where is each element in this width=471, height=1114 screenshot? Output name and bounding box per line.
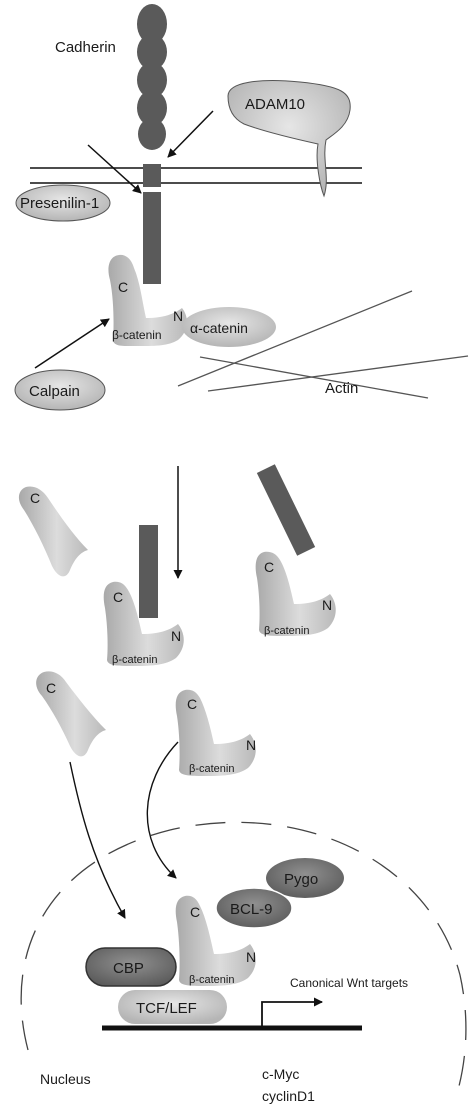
nuclear-beta-catenin-n: N bbox=[246, 949, 256, 965]
beta-catenin-label: β-catenin bbox=[112, 328, 162, 342]
nucleus-label: Nucleus bbox=[40, 1071, 91, 1087]
cadherin-fragment-1 bbox=[139, 525, 158, 618]
calpain-label: Calpain bbox=[29, 383, 80, 400]
cbp-label: CBP bbox=[113, 960, 144, 977]
nuclear-beta-catenin-label: β-catenin bbox=[189, 974, 234, 986]
bcl9-label: BCL-9 bbox=[230, 901, 273, 918]
beta-catenin-c-terminal: C bbox=[118, 279, 128, 295]
actin-label: Actin bbox=[325, 380, 358, 397]
cadherin-label: Cadherin bbox=[55, 39, 116, 56]
beta-catenin-fragment-3-label: β-catenin bbox=[189, 763, 234, 775]
fragment-2-c-terminal: C bbox=[46, 680, 56, 696]
beta-catenin-fragment-1-n: N bbox=[171, 628, 181, 644]
target-gene-cmyc: c-Myc bbox=[262, 1066, 299, 1082]
beta-catenin-fragment-3-n: N bbox=[246, 737, 256, 753]
beta-catenin-fragment-2-n: N bbox=[322, 597, 332, 613]
transcription-start-arrow bbox=[262, 1002, 322, 1026]
beta-catenin-nuclear-arrow bbox=[147, 742, 178, 878]
canonical-targets-label: Canonical Wnt targets bbox=[290, 976, 408, 990]
adam10-label: ADAM10 bbox=[245, 96, 305, 113]
tcf-lef-label: TCF/LEF bbox=[136, 1000, 197, 1017]
adam10-cleavage-arrow bbox=[168, 111, 213, 157]
cadherin-fragment-2 bbox=[257, 464, 315, 555]
beta-catenin-fragment-1-label: β-catenin bbox=[112, 654, 157, 666]
presenilin-cleavage-arrow bbox=[88, 145, 141, 193]
beta-catenin-n-terminal: N bbox=[173, 308, 183, 324]
alpha-catenin-label: α-catenin bbox=[190, 320, 248, 336]
nuclear-beta-catenin-c: C bbox=[190, 904, 200, 920]
pygo-label: Pygo bbox=[284, 871, 318, 888]
calpain-cleavage-arrow bbox=[35, 319, 109, 368]
fragment-1-c-terminal: C bbox=[30, 490, 40, 506]
cadherin-protein bbox=[137, 4, 167, 284]
presenilin-1-label: Presenilin-1 bbox=[20, 195, 99, 212]
plasma-membrane bbox=[30, 168, 362, 183]
beta-catenin-fragment-3-c: C bbox=[187, 696, 197, 712]
beta-catenin-fragment-1-c: C bbox=[113, 589, 123, 605]
beta-catenin-fragment-2-label: β-catenin bbox=[264, 625, 309, 637]
target-gene-cyclind1: cyclinD1 bbox=[262, 1088, 315, 1104]
c-fragment-nuclear-arrow bbox=[70, 762, 125, 918]
beta-catenin-fragment-2-c: C bbox=[264, 559, 274, 575]
